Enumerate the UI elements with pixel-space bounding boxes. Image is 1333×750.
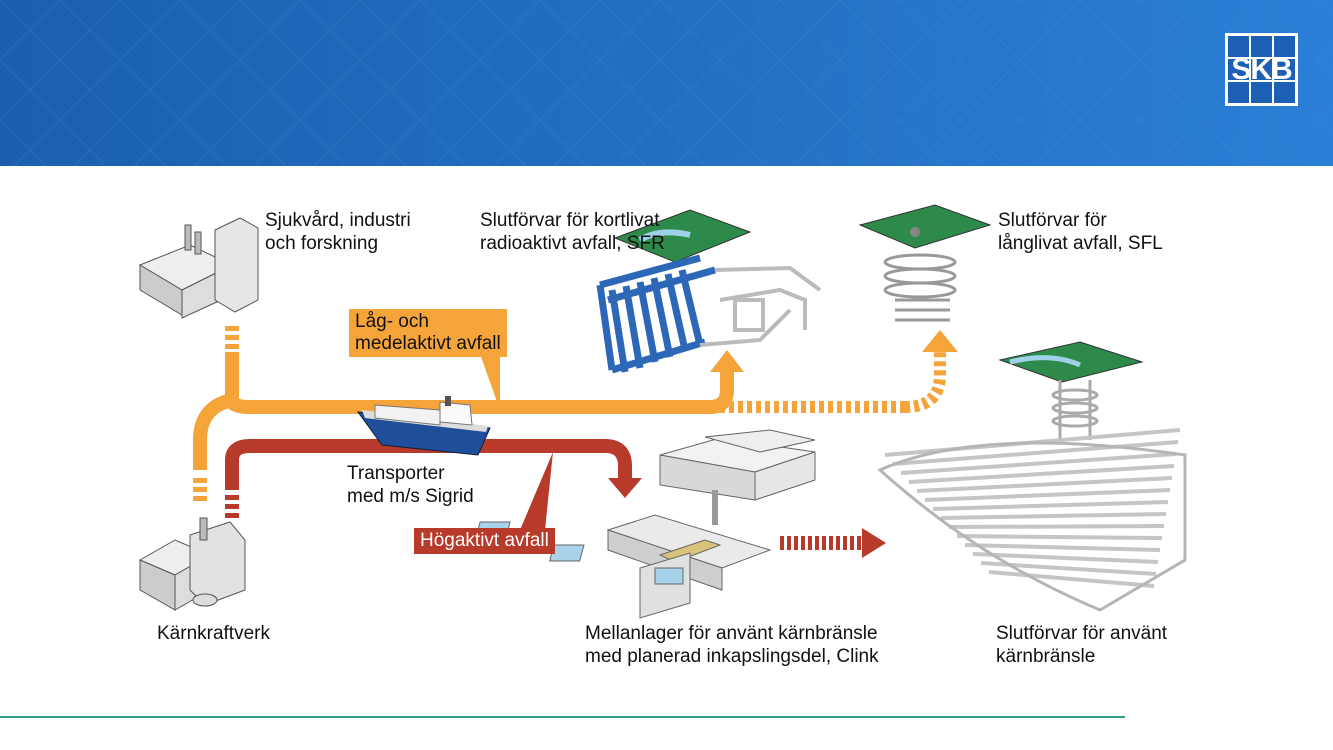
- label-clink: Mellanlager för använt kärnbränsle med p…: [585, 623, 879, 667]
- waste-flow-diagram: [138, 204, 1187, 619]
- repository-tunnel: [988, 570, 1155, 588]
- nuclear-plant: [138, 517, 246, 611]
- repository-tunnel: [916, 476, 1173, 493]
- sfl-facility: [858, 204, 992, 322]
- label-sjukvard: Sjukvård, industri och forskning: [265, 210, 411, 254]
- label-transport: Transporter med m/s Sigrid: [347, 463, 474, 507]
- orange-arrow-sfl: [922, 330, 958, 352]
- repository-tunnel: [892, 440, 1179, 466]
- repository-tunnel: [948, 524, 1165, 529]
- header-banner: SKB: [0, 0, 1333, 166]
- logo-text: SKB: [1231, 53, 1292, 86]
- footer-divider: [0, 716, 1125, 718]
- orange-arrow-sfr: [710, 350, 744, 372]
- red-arrow-clink: [608, 478, 642, 498]
- header-pattern: [0, 0, 1333, 166]
- label-lag-medelaktivt: Låg- och medelaktivt avfall: [349, 309, 507, 357]
- repository-tunnel: [964, 543, 1161, 552]
- repository-tunnel: [940, 512, 1167, 520]
- red-arrow-final: [862, 528, 886, 558]
- label-sfr: Slutförvar för kortlivat radioaktivt avf…: [480, 210, 665, 254]
- industry-building: [138, 217, 259, 319]
- clink-facility: [475, 429, 816, 619]
- label-karnkraftverk: Kärnkraftverk: [157, 623, 270, 644]
- skb-logo: SKB: [1225, 33, 1298, 106]
- label-sfl: Slutförvar för långlivat avfall, SFL: [998, 210, 1163, 254]
- orange-dashes: [193, 326, 905, 505]
- repository-tunnel: [908, 464, 1175, 484]
- ship-sigrid: [356, 396, 491, 456]
- sfr-facility: [596, 209, 822, 374]
- label-hogaktivt: Högaktivt avfall: [414, 528, 555, 554]
- repository-tunnel: [900, 452, 1177, 475]
- repository-tunnel: [932, 500, 1169, 511]
- orange-flow-path: [193, 352, 734, 470]
- label-slutforvar-anvant: Slutförvar för använt kärnbränsle: [996, 623, 1168, 667]
- repository-tunnel: [924, 488, 1171, 502]
- repository-tunnel: [956, 534, 1163, 540]
- repository-tunnel: [972, 552, 1159, 564]
- spent-fuel-repository: [877, 341, 1187, 612]
